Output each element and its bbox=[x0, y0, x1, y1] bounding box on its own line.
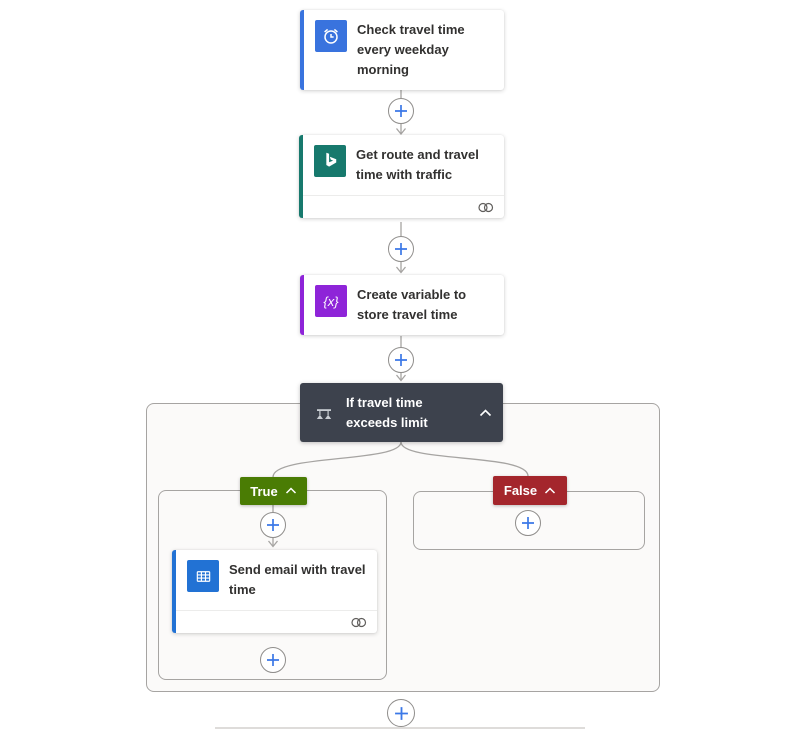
insert-step-button-false-branch[interactable] bbox=[515, 510, 541, 536]
insert-step-button-bottom[interactable] bbox=[387, 699, 415, 727]
condition-card[interactable]: If travel time exceeds limit bbox=[300, 383, 503, 442]
trigger-accent-bar bbox=[300, 10, 304, 90]
chevron-up-icon[interactable] bbox=[544, 486, 556, 495]
action-card-create-variable[interactable]: {x} Create variable to store travel time bbox=[300, 275, 504, 335]
chevron-up-icon[interactable] bbox=[285, 487, 297, 495]
plus-icon bbox=[395, 105, 407, 117]
next-card-top-edge bbox=[215, 727, 585, 729]
insert-step-button-3[interactable] bbox=[388, 347, 414, 373]
false-branch-label: False bbox=[503, 483, 538, 498]
condition-title: If travel time exceeds limit bbox=[346, 394, 428, 430]
true-branch-badge[interactable]: True bbox=[240, 477, 307, 505]
plus-icon bbox=[267, 654, 279, 666]
recurrence-clock-icon bbox=[315, 20, 347, 52]
trigger-card-check-travel-time[interactable]: Check travel time every weekday morning bbox=[300, 10, 504, 90]
bing-accent-bar bbox=[299, 135, 303, 218]
connection-icon bbox=[351, 617, 367, 627]
insert-step-button-true-bottom[interactable] bbox=[260, 647, 286, 673]
plus-icon bbox=[395, 243, 407, 255]
create-variable-title: Create variable to store travel time bbox=[357, 287, 467, 322]
connection-icon bbox=[478, 202, 494, 212]
get-route-title: Get route and travel time with traffic bbox=[356, 147, 479, 182]
outlook-icon bbox=[187, 560, 219, 592]
outlook-accent-bar bbox=[172, 550, 176, 633]
plus-icon bbox=[395, 354, 407, 366]
variable-accent-bar bbox=[300, 275, 304, 335]
condition-branch-icon bbox=[316, 408, 332, 419]
variable-icon: {x} bbox=[315, 285, 347, 317]
insert-step-button-2[interactable] bbox=[388, 236, 414, 262]
insert-step-button-1[interactable] bbox=[388, 98, 414, 124]
true-branch-label: True bbox=[250, 483, 278, 499]
plus-icon bbox=[522, 517, 534, 529]
trigger-title: Check travel time every weekday morning bbox=[357, 22, 465, 77]
action-card-send-email[interactable]: Send email with travel time bbox=[172, 550, 377, 633]
plus-icon bbox=[394, 706, 408, 720]
bing-maps-icon bbox=[314, 145, 346, 177]
action-card-get-route[interactable]: Get route and travel time with traffic bbox=[299, 135, 504, 218]
chevron-up-icon[interactable] bbox=[478, 408, 493, 418]
insert-step-button-true-branch[interactable] bbox=[260, 512, 286, 538]
false-branch-badge[interactable]: False bbox=[493, 476, 567, 505]
plus-icon bbox=[267, 519, 279, 531]
send-email-title: Send email with travel time bbox=[229, 562, 366, 597]
